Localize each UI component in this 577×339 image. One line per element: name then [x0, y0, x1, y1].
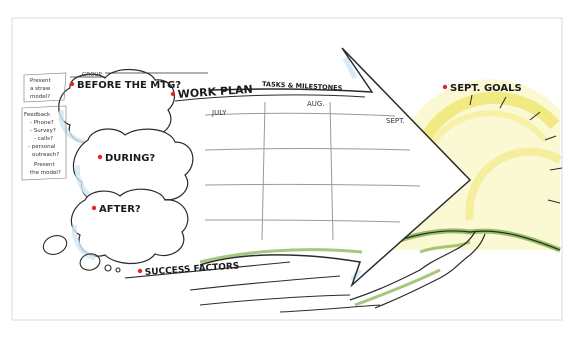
- horizon-lines: [200, 295, 380, 312]
- note-line: - personal: [28, 144, 56, 150]
- note-line: the model?: [30, 170, 61, 176]
- note-line: a straw: [30, 86, 51, 92]
- note-line: - Phone?: [30, 120, 54, 126]
- red-bullet-icon: [70, 82, 74, 86]
- note-line: Present: [30, 78, 51, 84]
- label-before: BEFORE THE MTG?: [77, 80, 181, 91]
- red-bullet-icon: [92, 206, 96, 210]
- note-line: model?: [30, 94, 50, 100]
- note-line: Present: [34, 162, 55, 168]
- label-success: SUCCESS FACTORS: [145, 261, 240, 278]
- sept-goals: SEPT. GOALS: [443, 83, 522, 94]
- section-success: SUCCESS FACTORS: [138, 261, 240, 278]
- red-bullet-icon: [138, 269, 142, 273]
- label-during: DURING?: [105, 153, 155, 164]
- cloud-after: [71, 189, 187, 263]
- month-sept: SEPT.: [386, 117, 405, 125]
- note-line: outreach?: [32, 152, 59, 158]
- label-after: AFTER?: [99, 204, 141, 215]
- month-july: JULY: [211, 109, 227, 117]
- note-line: - Survey?: [30, 128, 56, 134]
- red-bullet-icon: [98, 155, 102, 159]
- note-line: - calls?: [34, 136, 53, 142]
- section-during: DURING?: [98, 153, 156, 164]
- section-after: AFTER?: [92, 204, 141, 215]
- month-aug: AUG.: [307, 100, 325, 108]
- red-bullet-icon: [443, 85, 447, 89]
- note-line: Feedback: [24, 112, 51, 118]
- red-bullet-icon: [171, 92, 175, 96]
- section-before: BEFORE THE MTG?: [70, 80, 181, 91]
- sept-goals-title: SEPT. GOALS: [450, 83, 522, 94]
